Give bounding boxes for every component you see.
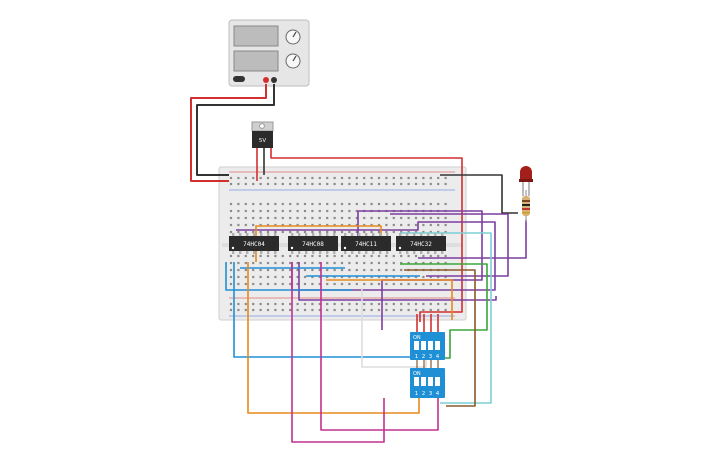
chip-74hc11[interactable]: 74HC11 bbox=[341, 233, 391, 254]
dip-switch-1[interactable]: ON 1 2 3 4 bbox=[410, 332, 445, 360]
wire-led-ground bbox=[440, 174, 518, 214]
dip-switch-2-num-3: 3 bbox=[429, 391, 433, 397]
power-supply-voltage-display bbox=[233, 25, 279, 47]
wire-led-purple bbox=[418, 220, 527, 259]
voltage-regulator-label: 5V bbox=[259, 138, 266, 144]
dip-switch-2[interactable]: ON 1 2 3 4 bbox=[410, 368, 445, 398]
dip-switch-1-num-4: 4 bbox=[436, 354, 440, 360]
chip-74hc32[interactable]: 74HC32 bbox=[396, 233, 446, 254]
resistor[interactable] bbox=[522, 190, 530, 222]
dip-switch-2-on-label: ON bbox=[413, 371, 421, 377]
dip-switch-2-toggle-3[interactable] bbox=[428, 377, 433, 386]
chip-74hc04-label: 74HC04 bbox=[243, 241, 265, 248]
wire-blue-4 bbox=[225, 262, 352, 291]
dip-switch-1-toggle-3[interactable] bbox=[428, 341, 433, 350]
wire-magenta-2 bbox=[320, 262, 439, 431]
dip-switch-1-toggle-4[interactable] bbox=[435, 341, 440, 350]
positive-terminal[interactable] bbox=[263, 77, 269, 83]
led[interactable] bbox=[519, 166, 533, 196]
power-supply-current-display bbox=[233, 50, 279, 72]
negative-terminal[interactable] bbox=[271, 77, 277, 83]
wire-purple-1 bbox=[357, 210, 483, 330]
dip-switch-2-toggle-2[interactable] bbox=[421, 377, 426, 386]
wire-green bbox=[400, 263, 488, 359]
chip-74hc11-label: 74HC11 bbox=[355, 241, 377, 248]
dip-switch-1-num-3: 3 bbox=[429, 354, 433, 360]
wire-cyan bbox=[400, 232, 492, 404]
power-supply[interactable] bbox=[228, 19, 310, 87]
wires bbox=[190, 84, 527, 443]
chip-74hc04[interactable]: 74HC04 bbox=[229, 233, 279, 254]
wire-reg-out bbox=[270, 148, 463, 322]
wire-magenta-1 bbox=[291, 262, 385, 443]
wire-brown bbox=[404, 269, 476, 407]
dip-switch-1-on-label: ON bbox=[413, 335, 421, 341]
voltage-regulator[interactable]: 5V bbox=[251, 121, 274, 148]
wire-blue-1 bbox=[233, 262, 413, 358]
chip-74hc08-label: 74HC08 bbox=[302, 241, 324, 248]
breadboard-holes bbox=[229, 176, 447, 312]
wire-red-power bbox=[190, 84, 267, 182]
wire-dip-link bbox=[416, 360, 439, 368]
wire-orange-3 bbox=[326, 279, 453, 320]
dip-switch-2-toggle-4[interactable] bbox=[435, 377, 440, 386]
wire-black-ground bbox=[196, 84, 275, 176]
dip-switch-2-toggle-1[interactable] bbox=[414, 377, 419, 386]
dip-switch-1-num-1: 1 bbox=[415, 354, 419, 360]
wire-purple-2 bbox=[390, 213, 509, 277]
chip-74hc32-label: 74HC32 bbox=[410, 241, 432, 248]
wire-white bbox=[361, 288, 427, 368]
wire-orange-2 bbox=[247, 262, 420, 414]
dip-switch-1-num-2: 2 bbox=[422, 354, 426, 360]
power-switch[interactable] bbox=[233, 76, 245, 82]
dip-switch-1-toggle-2[interactable] bbox=[421, 341, 426, 350]
chip-74hc08[interactable]: 74HC08 bbox=[288, 233, 338, 254]
dip-switch-2-num-2: 2 bbox=[422, 391, 426, 397]
dip-switch-2-num-1: 1 bbox=[415, 391, 419, 397]
wire-purple-4 bbox=[298, 262, 497, 301]
dip-switch-2-num-4: 4 bbox=[436, 391, 440, 397]
dip-switch-1-toggle-1[interactable] bbox=[414, 341, 419, 350]
